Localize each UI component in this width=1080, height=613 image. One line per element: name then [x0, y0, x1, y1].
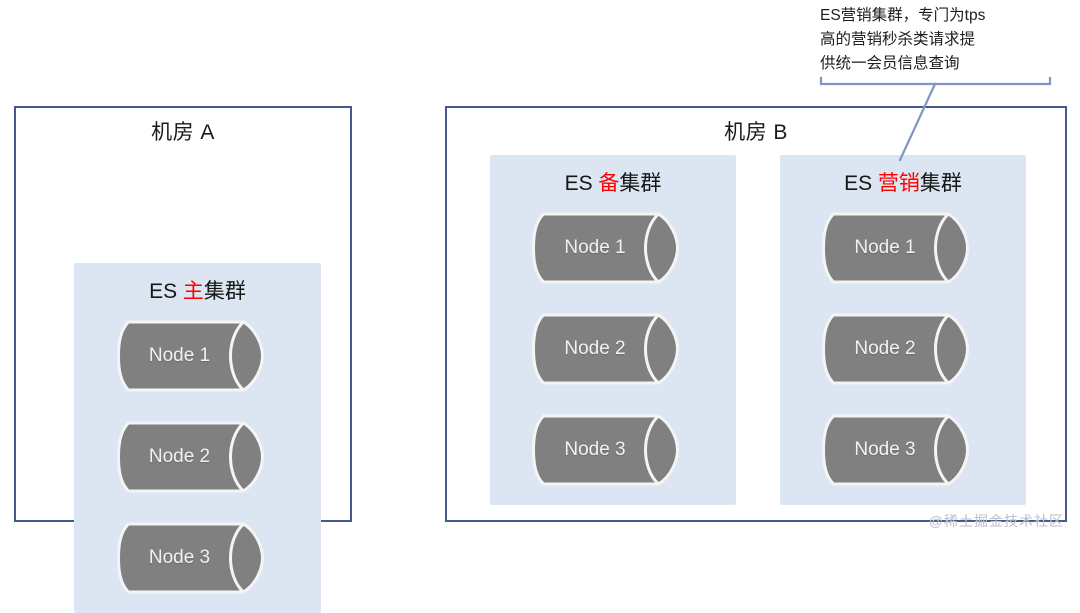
cylinder-icon — [531, 414, 680, 486]
cluster-title-suffix: 集群 — [919, 172, 962, 195]
node-cylinder[interactable]: Node 2 — [531, 313, 695, 385]
cluster-es-marketing[interactable]: ES 营销集群 Node 1 Node 2 Node 3 — [780, 155, 1026, 505]
node-cylinder[interactable]: Node 3 — [116, 522, 279, 594]
cluster-es-backup[interactable]: ES 备集群 Node 1 Node 2 Node 3 — [490, 155, 736, 505]
cylinder-icon — [116, 421, 264, 493]
datacenter-a-title: 机房 A — [151, 121, 215, 144]
cluster-title-prefix: ES — [844, 172, 878, 195]
cylinder-icon — [821, 414, 970, 486]
callout-annotation-text: ES营销集群，专门为tps 高的营销秒杀类请求提 供统一会员信息查询 — [820, 7, 986, 72]
node-cylinder[interactable]: Node 1 — [531, 212, 695, 284]
cluster-title-suffix: 集群 — [203, 280, 246, 303]
cluster-es-main[interactable]: ES 主集群 Node 1 Node 2 Node 3 — [74, 263, 321, 613]
cylinder-icon — [531, 212, 680, 284]
cluster-title-highlight: 备 — [598, 172, 620, 195]
cluster-es-backup-title: ES 备集群 — [490, 167, 736, 197]
cylinder-icon — [531, 313, 680, 385]
cylinder-icon — [116, 320, 264, 392]
callout-leader-lines — [819, 76, 1052, 162]
cluster-title-prefix: ES — [564, 172, 599, 195]
cylinder-icon — [116, 522, 264, 594]
cylinder-icon — [821, 212, 970, 284]
node-cylinder[interactable]: Node 2 — [821, 313, 985, 385]
cluster-title-highlight: 主 — [182, 280, 204, 303]
cluster-es-main-title: ES 主集群 — [74, 275, 321, 305]
cluster-es-marketing-title: ES 营销集群 — [780, 167, 1026, 197]
node-cylinder[interactable]: Node 3 — [531, 414, 695, 486]
datacenter-b-title: 机房 B — [724, 121, 788, 144]
watermark-label: @稀土掘金技术社区 — [928, 513, 1064, 529]
node-cylinder[interactable]: Node 2 — [116, 421, 279, 493]
cylinder-icon — [821, 313, 970, 385]
datacenter-a-frame: 机房 A ES 主集群 Node 1 Node 2 Node 3 — [14, 106, 352, 613]
cluster-title-prefix: ES — [149, 280, 183, 303]
cluster-title-highlight: 营销 — [877, 172, 920, 195]
cluster-title-suffix: 集群 — [619, 172, 662, 195]
node-cylinder[interactable]: Node 1 — [821, 212, 985, 284]
node-cylinder[interactable]: Node 3 — [821, 414, 985, 486]
node-cylinder[interactable]: Node 1 — [116, 320, 279, 392]
